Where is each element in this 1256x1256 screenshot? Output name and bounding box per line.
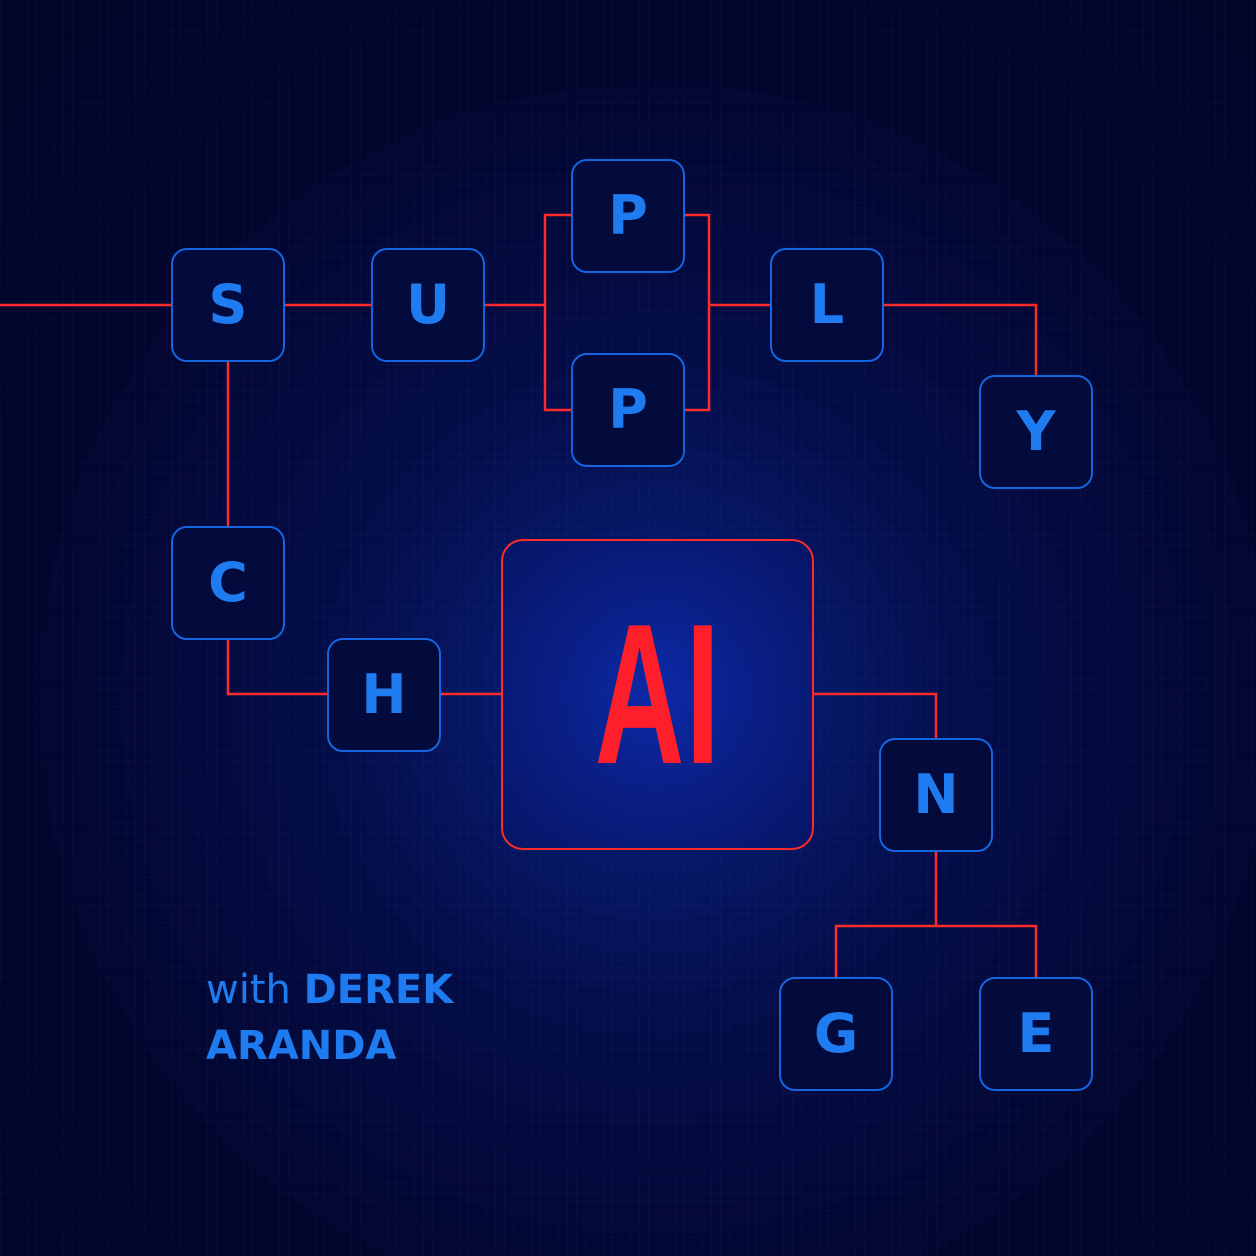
letter-e: E — [1017, 1002, 1055, 1065]
wire-fork-p-right — [685, 213, 711, 412]
letter-tile-u: U — [371, 248, 485, 362]
letter-tile-g: G — [779, 977, 893, 1091]
wire-ai-to-n — [814, 692, 938, 738]
letter-s: S — [208, 273, 248, 336]
letter-tile-y: Y — [979, 375, 1093, 489]
wire-c-to-h — [226, 640, 327, 696]
wire-branch-g-e — [834, 924, 1038, 977]
letter-tile-e: E — [979, 977, 1093, 1091]
letter-n: N — [913, 763, 959, 826]
letter-tile-p-top: P — [571, 159, 685, 273]
credit-prefix: with — [206, 967, 291, 1013]
credit-first-name: DEREK — [303, 967, 454, 1013]
wire-fork-p-left — [543, 213, 571, 412]
letter-p-top: P — [608, 184, 648, 247]
ai-chip: AI — [501, 539, 814, 850]
letter-c: C — [208, 551, 248, 614]
ai-label: AI — [594, 582, 721, 806]
credit-last-name: ARANDA — [206, 1023, 397, 1069]
letter-tile-l: L — [770, 248, 884, 362]
letter-tile-s: S — [171, 248, 285, 362]
wire-l-to-y — [884, 303, 1038, 375]
letter-tile-n: N — [879, 738, 993, 852]
letter-u: U — [406, 273, 450, 336]
letter-tile-h: H — [327, 638, 441, 752]
letter-tile-c: C — [171, 526, 285, 640]
letter-tile-p-bottom: P — [571, 353, 685, 467]
credit-line-1: with DEREK — [206, 962, 453, 1018]
letter-g: G — [813, 1002, 859, 1065]
letter-y: Y — [1016, 400, 1056, 463]
letter-l: L — [809, 273, 845, 336]
host-credit: with DEREK ARANDA — [206, 962, 453, 1074]
letter-p-bottom: P — [608, 378, 648, 441]
letter-h: H — [361, 663, 407, 726]
